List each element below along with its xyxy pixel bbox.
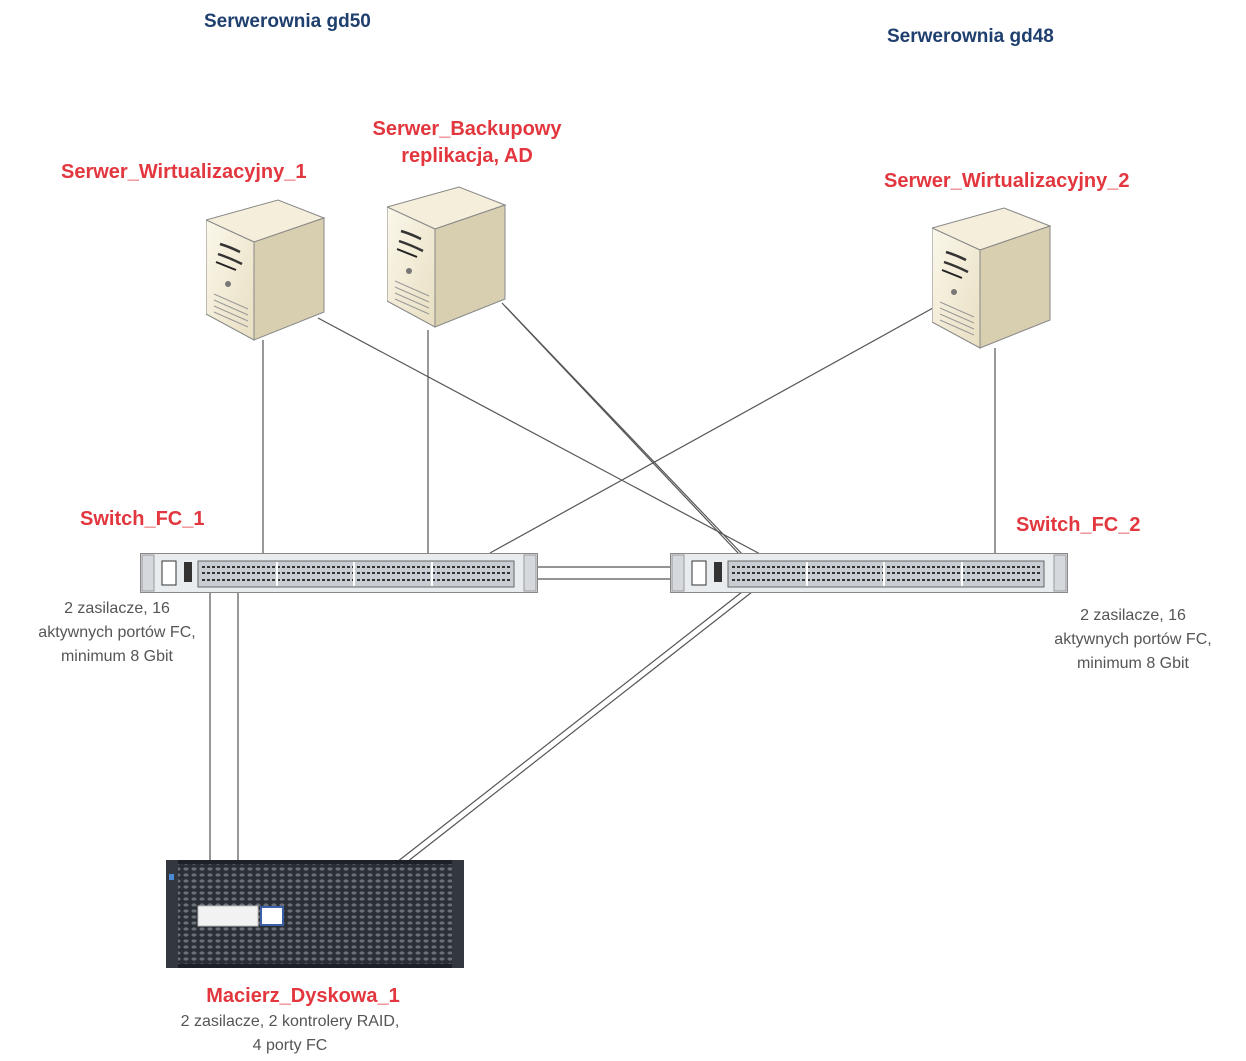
- room-title-gd50: Serwerownia gd50: [204, 11, 371, 32]
- switch-desc-fc1-line2: aktywnych portów FC,: [38, 624, 196, 641]
- switch-desc-fc1-line1: 2 zasilacze, 16: [64, 600, 170, 617]
- disk-array-icon: [166, 860, 464, 968]
- storage-label: Macierz_Dyskowa_1: [206, 985, 400, 1007]
- storage-desc-line2: 4 porty FC: [252, 1037, 328, 1054]
- rack-switch-icon: [670, 553, 1068, 593]
- server-label-backup-line2: replikacja, AD: [401, 145, 533, 167]
- link-virt1-switch2: [317, 317, 763, 556]
- tower-server-icon: [206, 199, 326, 341]
- tower-server-icon: [387, 186, 507, 328]
- room-title-gd48: Serwerownia gd48: [887, 26, 1054, 47]
- server-label-backup-line1: Serwer_Backupowy: [372, 118, 562, 140]
- switch-desc-fc1: 2 zasilacze, 16 aktywnych portów FC, min…: [38, 597, 195, 669]
- server-label-virt1: Serwer_Wirtualizacyjny_1: [61, 161, 307, 183]
- link-virt2-switch1: [489, 307, 934, 554]
- switch-desc-fc2-line3: minimum 8 Gbit: [1076, 655, 1190, 672]
- server-label-backup: Serwer_Backupowy replikacja, AD: [373, 118, 562, 168]
- switch-desc-fc2-line2: aktywnych portów FC,: [1054, 631, 1212, 648]
- tower-server-icon: [932, 207, 1052, 349]
- switch-label-fc2: Switch_FC_2: [1016, 514, 1141, 536]
- switch-desc-fc2: 2 zasilacze, 16 aktywnych portów FC, min…: [1054, 604, 1211, 676]
- switch-desc-fc1-line3: minimum 8 Gbit: [60, 648, 174, 665]
- link-switch2-storage-b: [406, 591, 753, 863]
- switch-desc-fc2-line1: 2 zasilacze, 16: [1080, 607, 1186, 624]
- storage-desc-line1: 2 zasilacze, 2 kontrolery RAID,: [180, 1013, 400, 1030]
- server-label-virt2: Serwer_Wirtualizacyjny_2: [884, 170, 1130, 192]
- storage-desc: 2 zasilacze, 2 kontrolery RAID, 4 porty …: [181, 1010, 400, 1058]
- rack-switch-icon: [140, 553, 538, 593]
- switch-label-fc1: Switch_FC_1: [80, 508, 205, 530]
- link-switch2-storage-a: [396, 591, 743, 863]
